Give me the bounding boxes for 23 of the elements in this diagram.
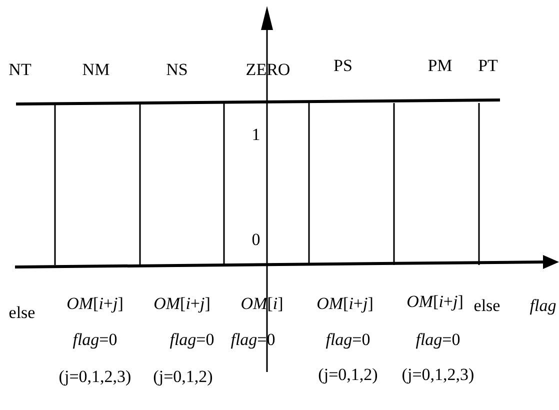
set-label: NT <box>8 60 32 80</box>
rule-label: flag=0 <box>416 330 460 350</box>
rule-label: flag=0 <box>326 330 370 350</box>
set-label: PT <box>478 56 498 76</box>
rule-label: (j=0,1,2,3) <box>58 367 132 387</box>
set-label: NS <box>166 60 188 80</box>
rule-label: flag=0 <box>170 330 214 350</box>
rule-label: (j=0,1,2,3) <box>402 365 474 385</box>
rule-label: else <box>474 296 500 316</box>
axis-label: flag <box>530 296 556 316</box>
rule-label: OM[i+j] <box>66 294 124 314</box>
set-label: PM <box>428 56 452 76</box>
rule-label: OM[i+j] <box>154 294 210 314</box>
set-label: PS <box>334 56 352 76</box>
rule-label: OM[i+j] <box>406 292 464 312</box>
tick-label: 0 <box>252 230 260 250</box>
rule-label: flag=0 <box>72 330 118 350</box>
rule-label: else <box>8 303 36 323</box>
rule-label: OM[i+j] <box>316 294 374 314</box>
tick-label: 1 <box>252 125 260 145</box>
rule-label: (j=0,1,2) <box>153 367 213 387</box>
set-label: NM <box>82 60 110 80</box>
rule-label: (j=0,1,2) <box>318 365 378 385</box>
